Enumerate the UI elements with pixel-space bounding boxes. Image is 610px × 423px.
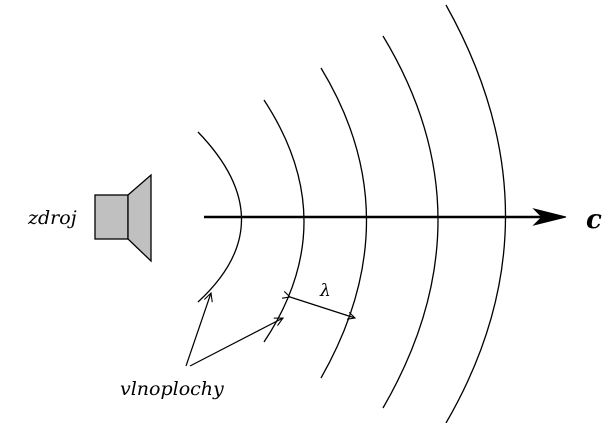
pointer-arrow-1 (185, 293, 211, 367)
speaker-cone (127, 173, 152, 263)
wavefront-4 (382, 35, 439, 409)
wavelength-arrow (290, 297, 355, 318)
propagation-arrowhead (532, 208, 567, 226)
speed-label: c (586, 205, 602, 235)
wavefront-2 (263, 99, 305, 343)
speaker-magnet (94, 194, 129, 240)
wavefronts-label: vlnoplochy (120, 378, 224, 400)
pointer-arrow-2 (189, 318, 283, 367)
source-label: zdroj (27, 207, 77, 229)
wavefront-1 (197, 131, 242, 303)
wavefront-5 (445, 4, 507, 423)
propagation-arrow (204, 208, 567, 226)
wavefront-3 (320, 67, 368, 379)
wavefront-pointers (185, 293, 283, 367)
wavefronts (197, 4, 507, 423)
loudspeaker-icon (94, 173, 152, 263)
wavelength-label: λ (319, 281, 331, 301)
